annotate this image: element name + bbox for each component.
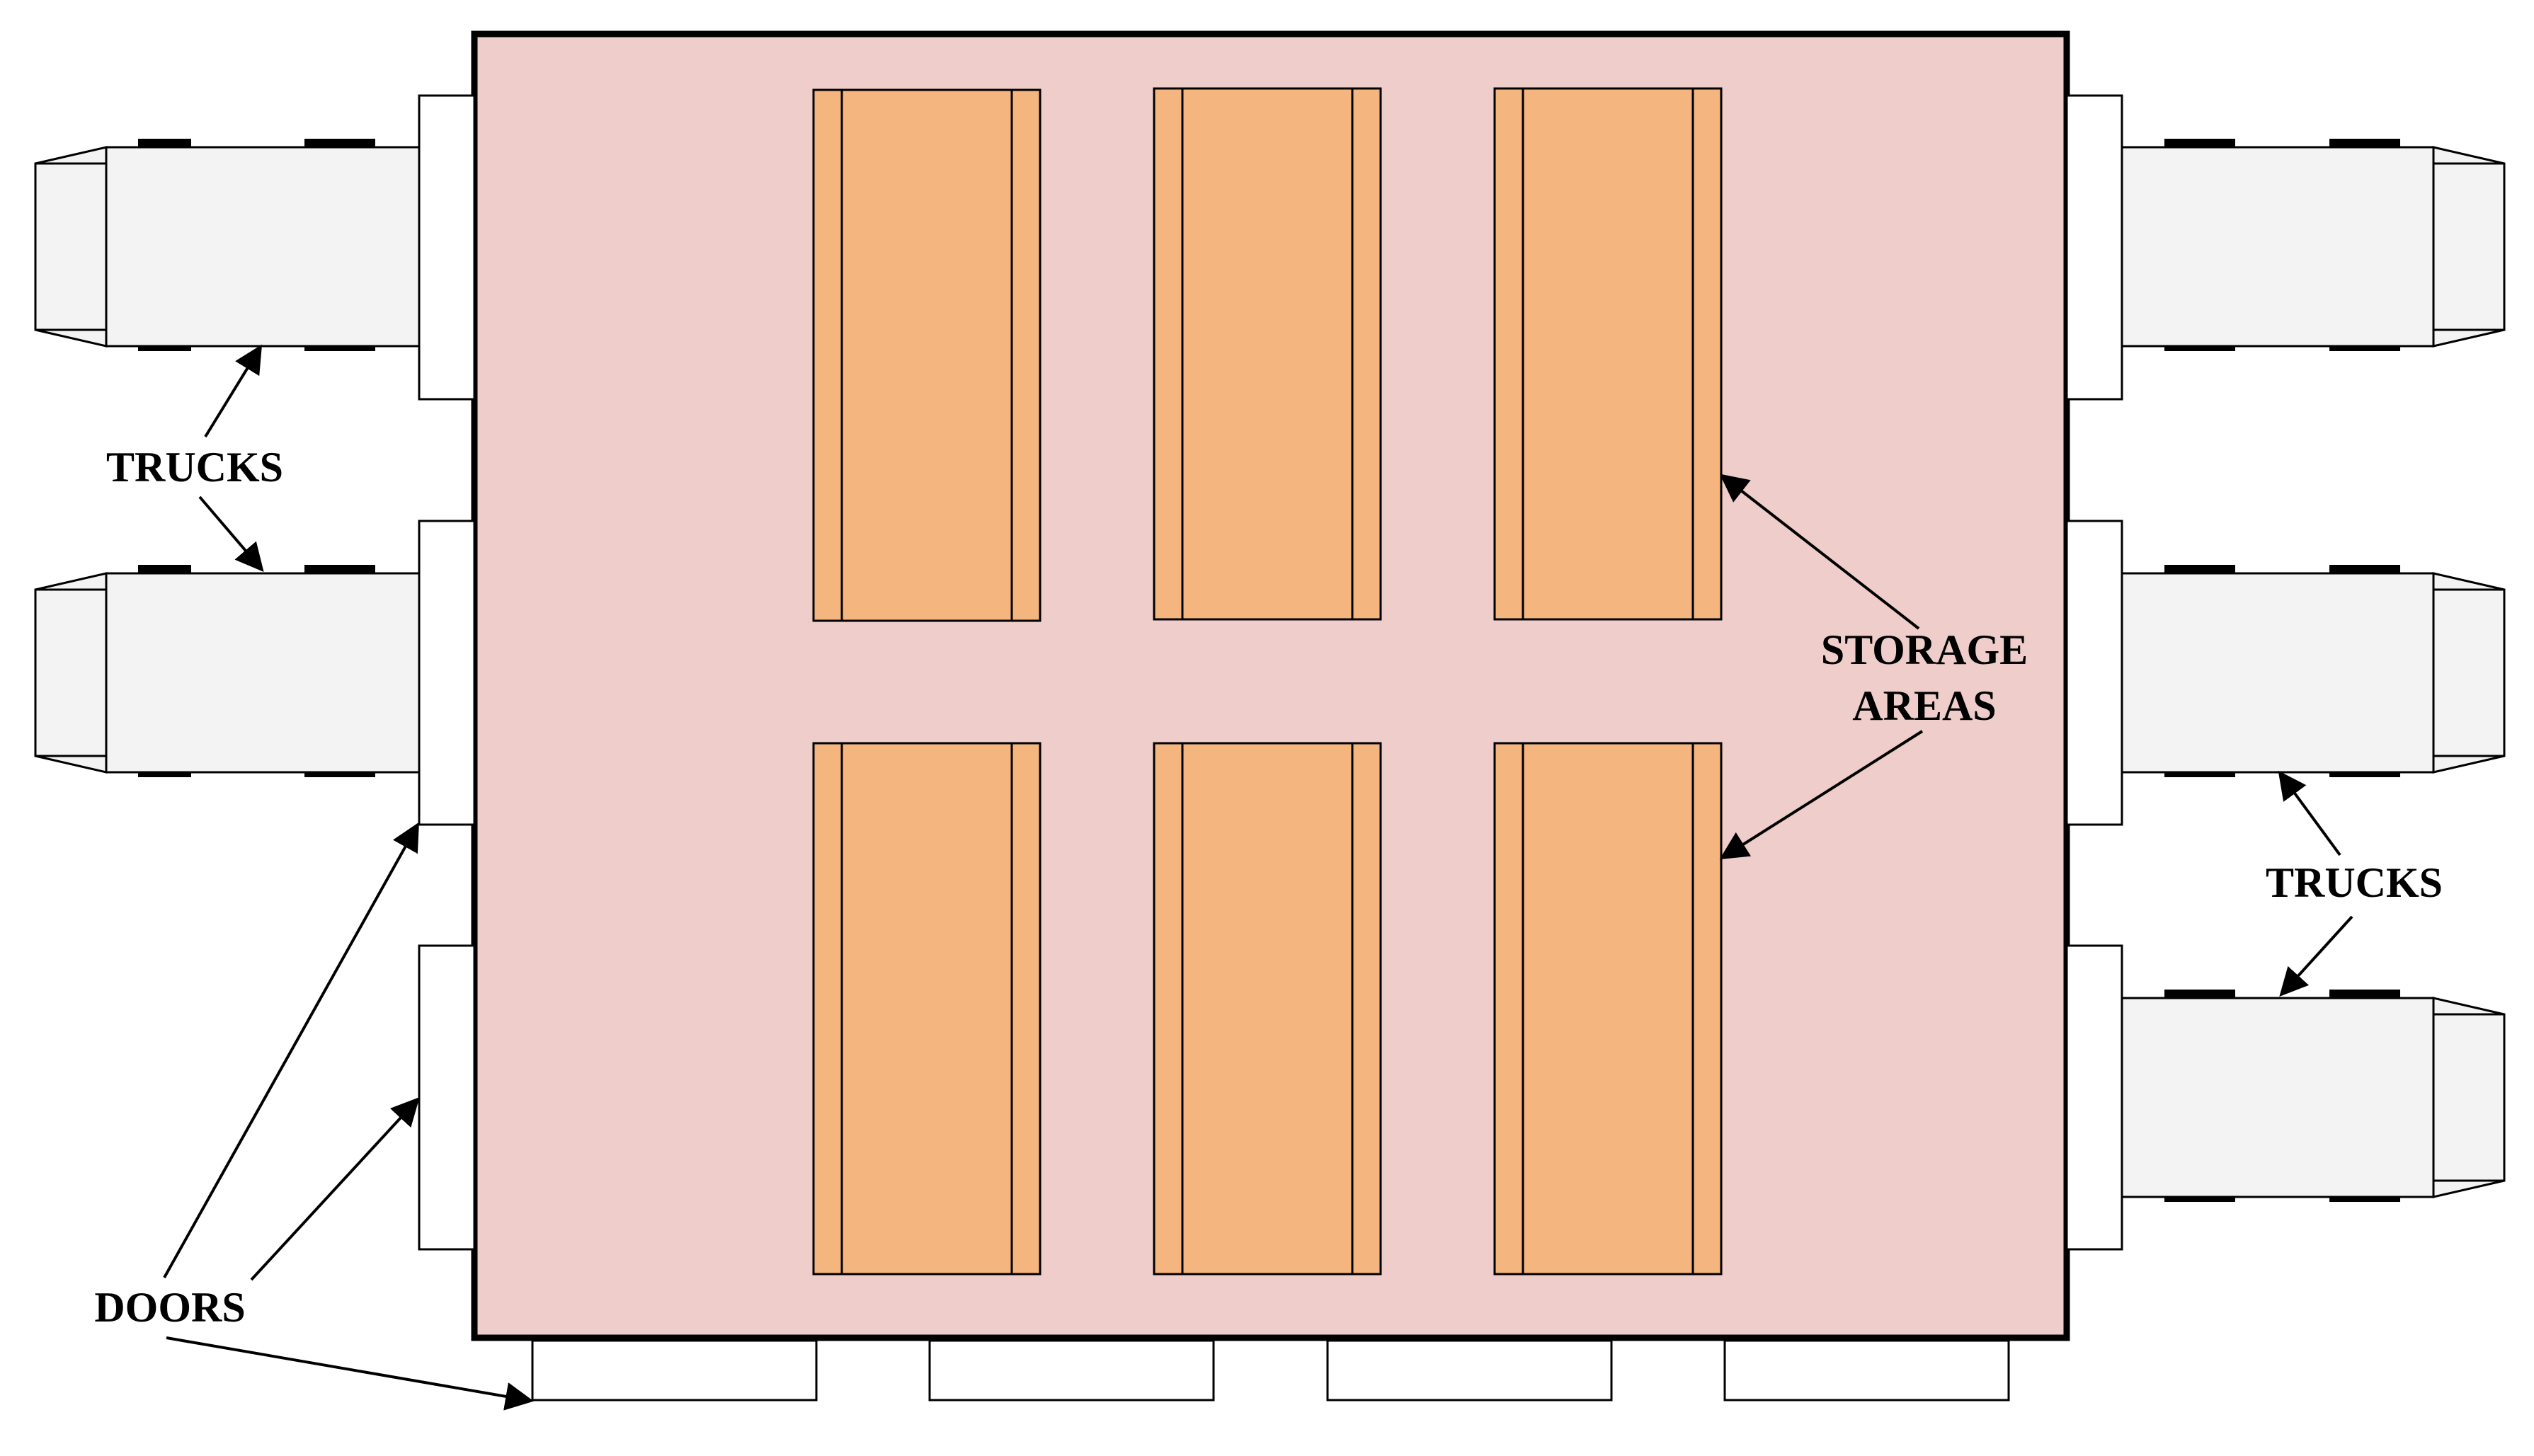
- door-bottom-4: [1723, 1339, 2010, 1401]
- truck-left-2: [34, 565, 421, 777]
- door-left-3: [418, 944, 476, 1251]
- bottom-doors: [531, 1339, 2010, 1401]
- doors-label: DOORS: [94, 1284, 245, 1331]
- arrow-trucks-left-up: [204, 344, 263, 438]
- arrow-door-left-3: [250, 1097, 420, 1281]
- truck-right-1: [2121, 139, 2506, 351]
- truck-left-1: [34, 139, 421, 351]
- arrow-storage-lower: [1719, 730, 1924, 860]
- storage-area-6: [1493, 742, 1723, 1276]
- arrow-trucks-left-down: [198, 495, 264, 573]
- door-left-1: [418, 94, 476, 401]
- trucks-label-right: TRUCKS: [2266, 859, 2443, 906]
- door-bottom-2: [928, 1339, 1215, 1401]
- arrow-trucks-right-down: [2279, 915, 2353, 997]
- storage-areas: [812, 87, 1723, 1276]
- truck-right-3: [2121, 990, 2506, 1202]
- trucks-label-left: TRUCKS: [106, 444, 283, 491]
- storage-area-2: [1153, 87, 1382, 621]
- storage-area-5: [1153, 742, 1382, 1276]
- door-right-3: [2065, 944, 2123, 1251]
- storage-label-line2: AREAS: [1852, 682, 1996, 729]
- door-bottom-1: [531, 1339, 818, 1401]
- left-doors: [418, 94, 476, 1251]
- arrow-door-bottom-1: [166, 1336, 534, 1411]
- storage-area-4: [812, 742, 1041, 1276]
- arrow-door-left-2: [163, 822, 419, 1278]
- arrows: [163, 344, 2353, 1411]
- arrow-storage-upper: [1719, 474, 1920, 630]
- door-left-2: [418, 520, 476, 826]
- storage-label-line1: STORAGE: [1821, 626, 2028, 673]
- truck-right-2: [2121, 565, 2506, 777]
- door-bottom-3: [1326, 1339, 1613, 1401]
- door-right-1: [2065, 94, 2123, 401]
- arrow-trucks-right-up: [2278, 770, 2341, 856]
- storage-area-3: [1493, 87, 1723, 621]
- right-doors: [2065, 94, 2123, 1251]
- storage-area-1: [812, 88, 1041, 622]
- door-right-2: [2065, 520, 2123, 826]
